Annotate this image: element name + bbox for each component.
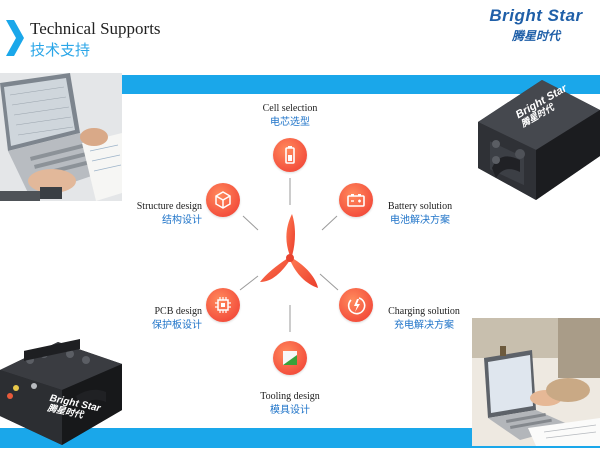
tooling-design-label-cn: 模具设计 [270,405,310,416]
battery-solution-label: Battery solution 电池解决方案 [378,200,462,228]
pcb-design-label-cn: 保护板设计 [152,320,202,331]
charging-solution-label-cn: 充电解决方案 [394,320,454,331]
tooling-icon [273,341,307,375]
structure-design-label: Structure design 结构设计 [122,200,202,228]
cube-icon [206,183,240,217]
cell-selection-label: Cell selection 电芯选型 [240,102,340,130]
structure-design-label-en: Structure design [136,201,202,212]
charging-solution-label: Charging solution 充电解决方案 [376,305,472,333]
battery-cell-icon [273,138,307,172]
bottom-accent-band [0,428,600,448]
top-accent-band [0,75,600,94]
chevron-right-icon [6,20,24,56]
charging-solution-label-en: Charging solution [388,306,460,317]
pcb-design-label-en: PCB design [154,306,202,317]
propeller-icon [260,214,318,288]
tooling-design-label: Tooling design 模具设计 [240,390,340,418]
pcb-design-label: PCB design 保护板设计 [136,305,202,333]
cell-selection-label-cn: 电芯选型 [270,117,310,128]
battery-solution-label-cn: 电池解决方案 [390,215,450,226]
pcb-icon [206,288,240,322]
charging-icon [339,288,373,322]
brand-logo-text: Bright Star [489,6,583,25]
structure-design-label-cn: 结构设计 [162,215,202,226]
laptop-office-photo [472,318,600,446]
battery-module-image: Bright Star 腾星时代 [0,330,122,445]
battery-icon [339,183,373,217]
connector-lines [239,178,339,332]
page-title-cn: 技术支持 [30,41,91,59]
brand-logo: Bright Star 腾星时代 [486,6,586,44]
laptop-engineering-photo [0,73,122,201]
brand-logo-text-cn: 腾星时代 [511,29,560,43]
cell-selection-label-en: Cell selection [262,103,318,114]
battery-product-image: Bright Star 腾星时代 [470,60,600,200]
page-title: Technical Supports [30,19,161,38]
battery-solution-label-en: Battery solution [387,201,453,212]
tooling-design-label-en: Tooling design [260,391,320,402]
